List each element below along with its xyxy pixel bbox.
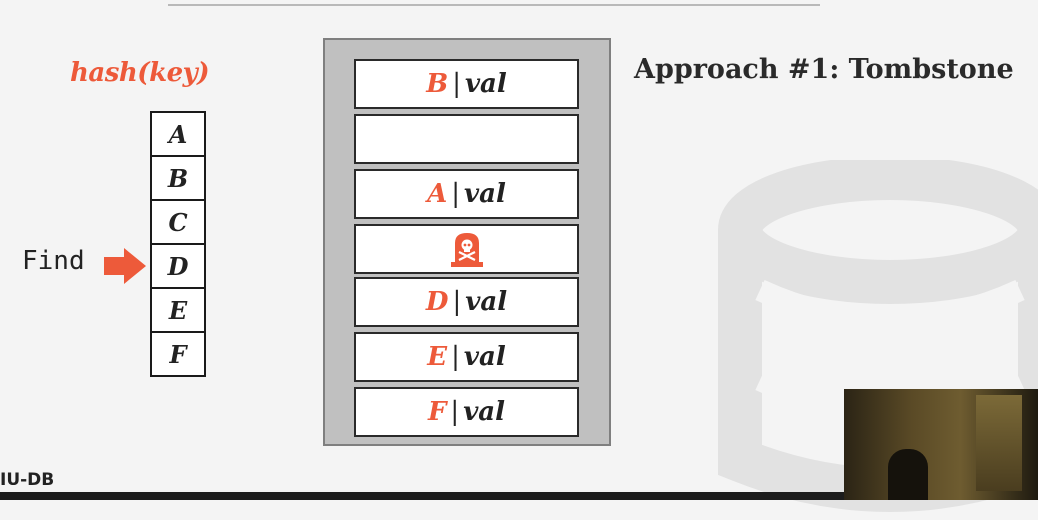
slot-value: val xyxy=(465,287,508,317)
slot-value: val xyxy=(463,342,506,372)
presenter-figure xyxy=(888,449,928,500)
key-cell: A xyxy=(150,111,206,157)
slot-separator: | xyxy=(450,397,460,427)
table-slot: F | val xyxy=(354,387,579,437)
footer-logo: IU-DB xyxy=(0,470,55,490)
tombstone-icon xyxy=(450,233,483,267)
slot-value: val xyxy=(464,179,506,209)
slot-key: D xyxy=(425,287,449,317)
slot-key: B xyxy=(426,69,449,99)
slot-separator: | xyxy=(451,342,460,372)
slot-key: F xyxy=(427,397,447,427)
hash-function-label: hash(key) xyxy=(70,58,210,88)
key-cell: F xyxy=(150,331,206,377)
slide-title: Approach #1: Tombstone xyxy=(634,54,1014,85)
video-background xyxy=(976,395,1022,491)
key-list: A B C D E F xyxy=(150,111,206,377)
slot-separator: | xyxy=(451,179,461,209)
key-cell: B xyxy=(150,155,206,201)
slot-value: val xyxy=(464,69,507,99)
table-slot-tombstone xyxy=(354,224,579,274)
key-cell: D xyxy=(150,243,206,289)
key-cell: C xyxy=(150,199,206,245)
table-slot: A | val xyxy=(354,169,579,219)
arrow-right-icon xyxy=(104,248,146,284)
table-slot: E | val xyxy=(354,332,579,382)
table-slot-empty xyxy=(354,114,579,164)
slot-separator: | xyxy=(452,69,461,99)
presenter-video xyxy=(844,389,1038,500)
slot-separator: | xyxy=(452,287,462,317)
table-slot: B | val xyxy=(354,59,579,109)
key-cell: E xyxy=(150,287,206,333)
slot-value: val xyxy=(463,397,506,427)
table-slot: D | val xyxy=(354,277,579,327)
top-divider xyxy=(168,4,820,6)
slot-key: A xyxy=(427,179,448,209)
find-label: Find xyxy=(22,246,85,276)
slot-key: E xyxy=(427,342,448,372)
footer-bar xyxy=(0,492,1038,500)
